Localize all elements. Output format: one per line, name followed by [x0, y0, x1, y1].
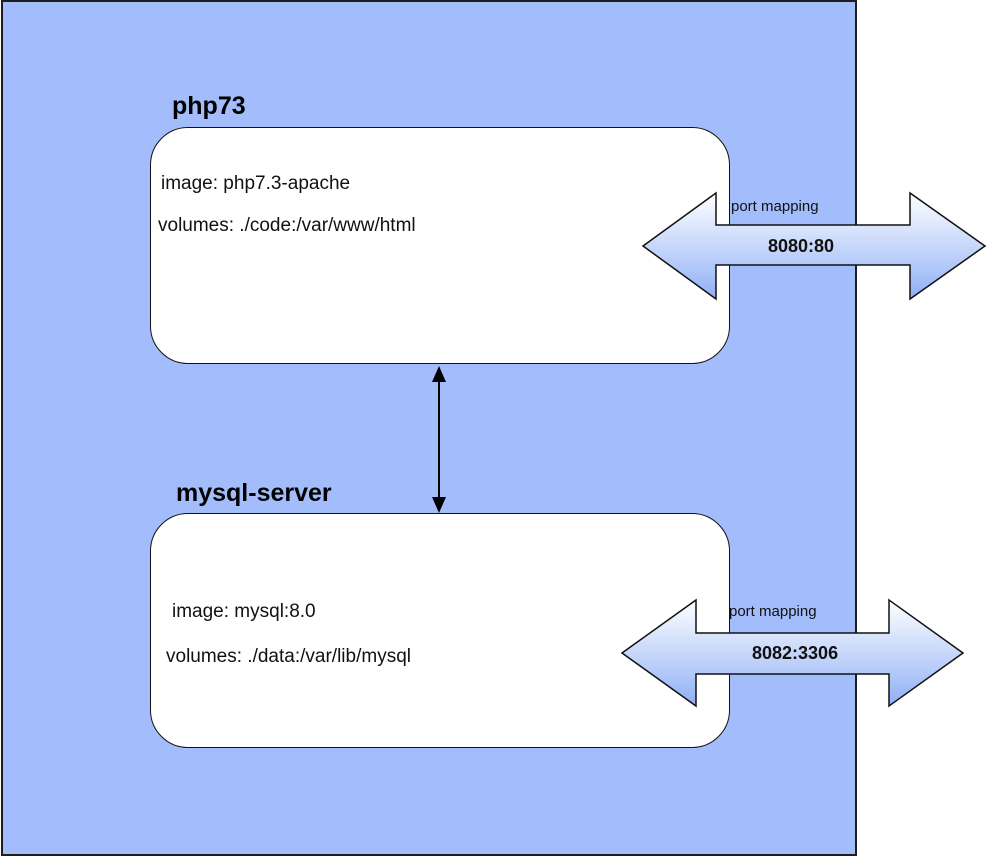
php73-port-value: 8080:80 [768, 236, 835, 256]
php73-volumes: volumes: ./code:/var/www/html [158, 215, 416, 236]
mysql-server-image: image: mysql:8.0 [172, 601, 316, 622]
mysql-server-title: mysql-server [176, 479, 332, 507]
mysql-server-port-value: 8082:3306 [752, 643, 839, 663]
php73-port-mapping-arrow [641, 191, 987, 301]
mysql-server-port-mapping-arrow [620, 598, 965, 708]
php73-container-box [150, 127, 730, 364]
php73-title: php73 [172, 92, 246, 120]
php73-mysql-link-arrow [432, 366, 446, 513]
mysql-server-volumes: volumes: ./data:/var/lib/mysql [166, 646, 411, 667]
php73-port-caption: port mapping [731, 198, 819, 215]
php73-image: image: php7.3-apache [161, 173, 351, 194]
mysql-server-container-box [150, 513, 730, 748]
mysql-server-port-caption: port mapping [729, 603, 817, 620]
